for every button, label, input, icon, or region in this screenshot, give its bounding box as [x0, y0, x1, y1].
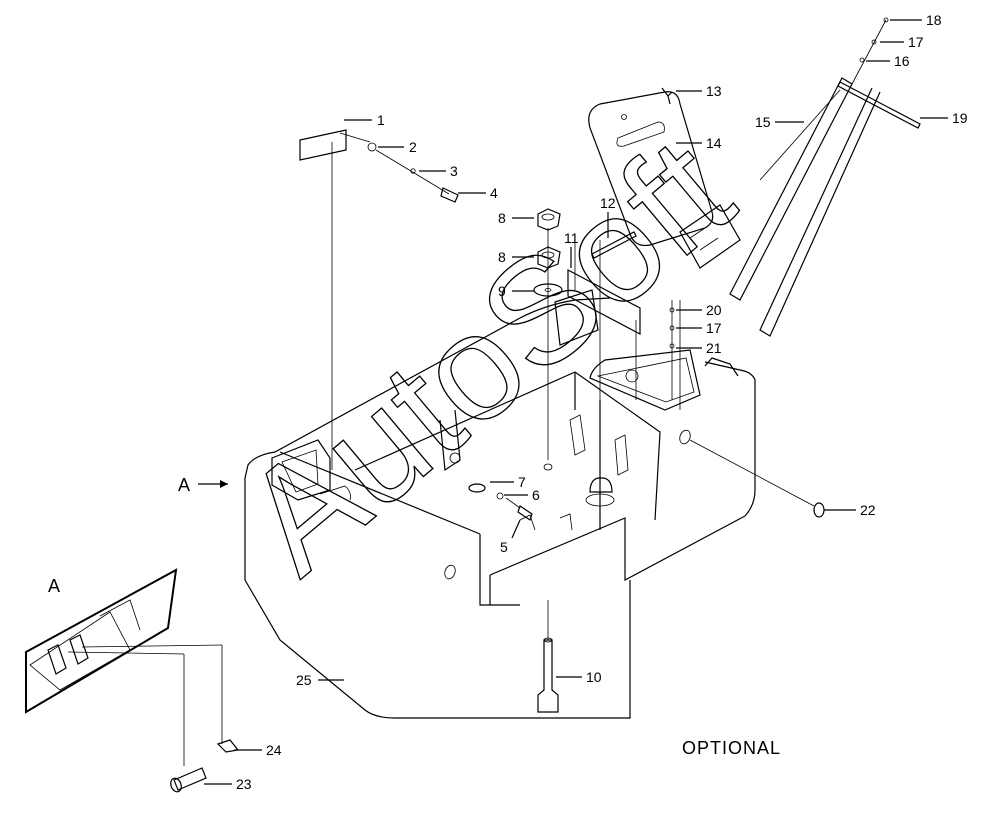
callout-25: 25: [296, 672, 312, 688]
part-13-thumb-screw: [661, 87, 673, 105]
callout-22: 22: [860, 502, 876, 518]
callout-leaders: [204, 19, 948, 785]
part-6-lockwasher: [496, 492, 504, 500]
callout-21: 21: [706, 340, 722, 356]
view-label-a: A: [178, 475, 191, 495]
part-7-washer: [468, 483, 486, 493]
callout-6: 6: [532, 487, 540, 503]
callout-24: 24: [266, 742, 282, 758]
callout-9: 9: [498, 283, 506, 299]
callout-17-lower: 17: [706, 320, 722, 336]
part-14-cover-plate: [588, 91, 714, 247]
callout-16: 16: [894, 53, 910, 69]
part-22-plug: [689, 439, 825, 518]
part-3-lockwasher: [375, 149, 450, 195]
callout-11: 11: [564, 230, 579, 246]
assembly-guide-lines: [331, 142, 681, 470]
part-5-bolt: [505, 497, 533, 521]
part-19-rod: [837, 81, 921, 129]
part-12-bar: [591, 231, 637, 259]
callout-4: 4: [490, 185, 498, 201]
callout-2: 2: [409, 139, 417, 155]
callout-10: 10: [586, 669, 602, 685]
callout-19: 19: [952, 110, 968, 126]
part-11-panel: [567, 269, 641, 335]
callout-8-lower: 8: [498, 249, 506, 265]
callout-20: 20: [706, 302, 722, 318]
part-4-bolt: [440, 187, 459, 203]
callout-17-upper: 17: [908, 34, 924, 50]
detail-view-a: [25, 568, 223, 766]
callout-8-upper: 8: [498, 210, 506, 226]
part-16-18-fasteners: [851, 17, 889, 85]
callout-13: 13: [706, 83, 722, 99]
part-1-plate: [299, 129, 371, 161]
detail-view-label-a: A: [48, 576, 61, 596]
part-8-nut-upper: [537, 208, 561, 231]
part-2-washer: [367, 142, 377, 152]
part-20-21-fasteners: [669, 307, 675, 349]
callout-14: 14: [706, 135, 722, 151]
view-a-arrow: [198, 480, 228, 488]
callout-15: 15: [755, 114, 771, 130]
part-23-pin: [170, 767, 207, 793]
callout-18: 18: [926, 12, 942, 28]
part-10-long-bolt: [537, 600, 559, 713]
counterweight-body: [244, 289, 756, 719]
part-9-washer: [533, 283, 563, 297]
part-8-nut-lower: [537, 246, 561, 269]
callout-12: 12: [600, 195, 616, 211]
part-15-mast-arm: [679, 77, 881, 337]
callout-7: 7: [518, 474, 526, 490]
optional-caption: OPTIONAL: [682, 738, 781, 758]
callout-1: 1: [377, 112, 385, 128]
callout-23: 23: [236, 776, 252, 792]
callout-5: 5: [500, 539, 508, 555]
callout-labels: 1 2 3 4 5 6 7 8 8 9 10 11 12 13 14 15 16…: [236, 12, 968, 792]
callout-3: 3: [450, 163, 458, 179]
watermark-text: AutoSoft: [213, 106, 762, 605]
